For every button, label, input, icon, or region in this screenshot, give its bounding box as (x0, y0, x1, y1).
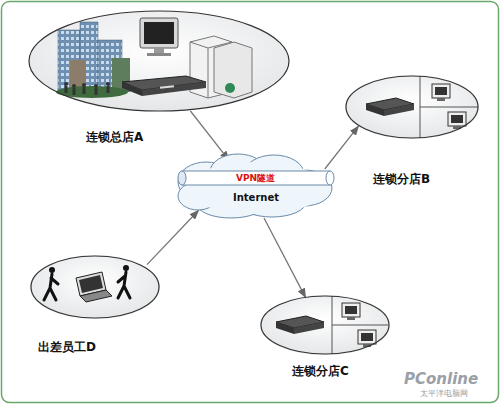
router-icon (366, 98, 414, 116)
node-shape (176, 152, 336, 220)
connector (190, 111, 228, 160)
divider-line (332, 325, 388, 326)
node-shape (28, 10, 290, 112)
site-name: 连锁分店C (292, 363, 349, 380)
buildings-icon (56, 22, 130, 98)
connector (147, 210, 198, 264)
site-ground (260, 295, 390, 355)
cloud-label: Internet (233, 192, 279, 203)
site-name: 出差员工D (38, 339, 96, 356)
site-ellipse: 出差员工D (30, 255, 160, 319)
site-ground (30, 255, 160, 319)
node-shape (260, 295, 390, 355)
site-ground (345, 75, 479, 139)
monitor-icon (342, 303, 376, 347)
divider-line (420, 107, 478, 108)
connector (325, 126, 359, 169)
watermark: PConline (404, 370, 478, 388)
site-ellipse: 连锁分店C (260, 295, 390, 355)
site-name: 连锁分店B (373, 171, 430, 188)
person-icon (44, 265, 130, 300)
tunnel-label: VPN隧道 (236, 172, 275, 185)
router-icon (122, 76, 206, 96)
site-ellipse: 连锁分店B (345, 75, 479, 139)
connector (264, 218, 306, 297)
site-name: 连锁总店A (86, 129, 143, 146)
monitor-icon (432, 84, 466, 129)
laptop-icon (76, 272, 112, 302)
watermark: 太平洋电脑网 (420, 388, 468, 399)
crowd-icon (64, 82, 110, 95)
node-shape (345, 75, 479, 139)
site-ellipse: 连锁总店A (28, 10, 290, 112)
internet-cloud: VPN隧道 Internet (176, 152, 336, 220)
router-icon (276, 316, 324, 334)
node-shape (30, 255, 160, 319)
site-ground (29, 11, 289, 111)
monitor-icon (140, 18, 178, 56)
